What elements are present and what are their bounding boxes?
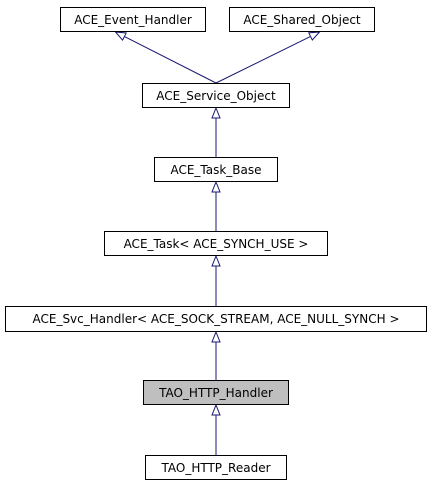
inheritance-arrowhead-service_object-to-shared_object (308, 31, 321, 41)
inheritance-arrowhead-task_base-to-service_object (211, 106, 221, 119)
class-node-tao-http-reader[interactable]: TAO_HTTP_Reader (145, 455, 287, 480)
inheritance-arrowhead-http_reader-to-http_handler (211, 403, 221, 416)
class-node-label: ACE_Service_Object (156, 88, 276, 103)
inheritance-arrowhead-http_handler-to-svc_handler (211, 330, 221, 343)
class-node-tao-http-handler-current: TAO_HTTP_Handler (143, 380, 289, 405)
inheritance-edge-service_object-to-shared_object (215, 35, 311, 84)
class-node-ace-event-handler[interactable]: ACE_Event_Handler (60, 7, 206, 32)
class-node-label: ACE_Task_Base (170, 162, 262, 177)
inheritance-arrowhead-task-to-task_base (211, 180, 221, 193)
class-node-label: TAO_HTTP_Reader (161, 460, 271, 475)
class-node-label: TAO_HTTP_Handler (159, 385, 273, 400)
class-node-label: ACE_Task< ACE_SYNCH_USE > (123, 236, 309, 251)
class-node-label: ACE_Svc_Handler< ACE_SOCK_STREAM, ACE_NU… (32, 312, 400, 326)
class-node-ace-shared-object[interactable]: ACE_Shared_Object (229, 7, 375, 32)
inheritance-arrowhead-svc_handler-to-task (211, 254, 221, 267)
class-node-label: ACE_Shared_Object (243, 12, 361, 27)
class-node-ace-task-base[interactable]: ACE_Task_Base (154, 157, 278, 182)
inheritance-edge-service_object-to-event_handler (124, 36, 217, 84)
class-node-label: ACE_Event_Handler (74, 12, 192, 27)
class-node-ace-task[interactable]: ACE_Task< ACE_SYNCH_USE > (104, 231, 328, 256)
class-node-ace-service-object[interactable]: ACE_Service_Object (142, 83, 290, 108)
inheritance-arrowhead-service_object-to-event_handler (114, 31, 127, 41)
class-node-ace-svc-handler[interactable]: ACE_Svc_Handler< ACE_SOCK_STREAM, ACE_NU… (5, 306, 427, 332)
